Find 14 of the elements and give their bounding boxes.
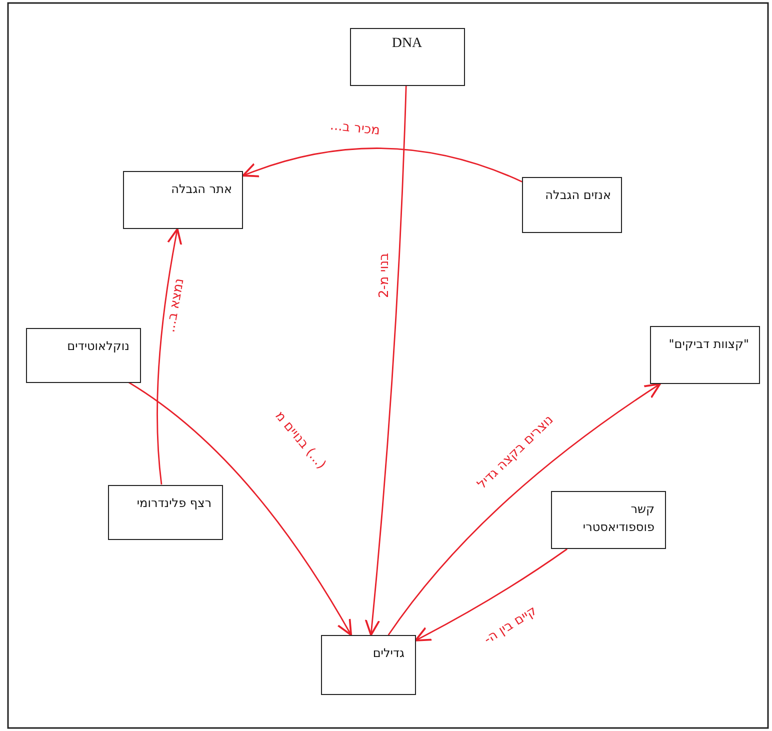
arrow — [128, 382, 352, 636]
concept-box: נוקלאוטידים — [26, 328, 140, 382]
arrow — [414, 548, 568, 642]
arrow — [156, 228, 182, 485]
concept-box: "קצוות דביקים" — [650, 326, 760, 384]
concept-box: גדילים — [320, 635, 416, 695]
concept-box: אתר הגבלה — [123, 171, 243, 229]
arrow — [364, 86, 407, 636]
arrow — [388, 383, 661, 636]
arrow — [242, 148, 522, 182]
concept-box: אנזים הגבלה — [522, 177, 622, 233]
concept-box: קשר פוספודיאסטרי — [550, 491, 666, 549]
concept-box: DNA — [350, 28, 464, 86]
concept-box: רצף פלינדרומי — [108, 484, 222, 540]
